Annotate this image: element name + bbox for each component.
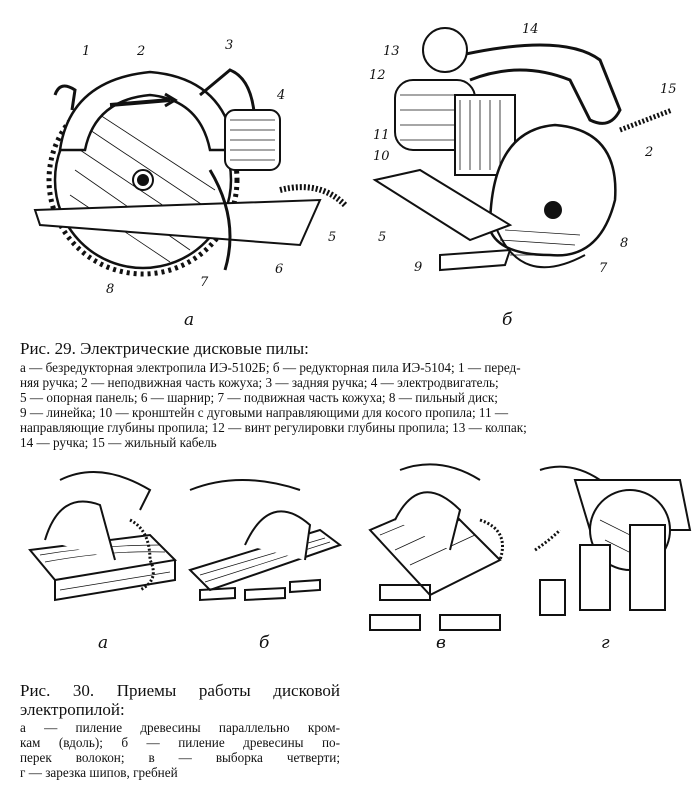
callout-7b: 7 [599, 261, 608, 276]
callout-11: 11 [373, 128, 390, 143]
caption-line: 9 — линейка; 10 — кронштейн с дуговыми н… [20, 405, 509, 420]
figure-30-title: Рис. 30. Приемы работы дисковой электроп… [20, 681, 340, 719]
callout-6: 6 [275, 262, 284, 277]
fig30-label-c: в [436, 633, 446, 653]
callout-2: 2 [137, 44, 146, 59]
figure-29-caption: а — безредукторная электропила ИЭ-5102Б;… [20, 360, 685, 450]
caption-line: направляющие глубины пропила; 12 — винт … [20, 420, 527, 435]
sawing-techniques-illustration [28, 463, 692, 631]
fig30-label-a: а [98, 633, 109, 653]
figure-29-title: Рис. 29. Электрические дисковые пилы: [20, 339, 309, 358]
caption-line: 5 — опорная панель; 6 — шарнир; 7 — подв… [20, 390, 498, 405]
callout-4: 4 [277, 88, 286, 103]
figure-label-b: б [502, 310, 513, 330]
callout-9: 9 [414, 260, 423, 275]
callout-12: 12 [369, 68, 386, 83]
circular-saw-a-illustration [33, 68, 348, 277]
callout-7: 7 [200, 275, 209, 290]
fig30-label-b: б [259, 633, 270, 653]
caption-line: перек волокон; в — выборка четверти; [20, 750, 340, 765]
fig30-label-d: г [601, 633, 610, 653]
callout-13: 13 [383, 44, 400, 59]
callout-10: 10 [373, 149, 390, 164]
callout-1: 1 [82, 44, 91, 59]
callout-3: 3 [225, 38, 234, 53]
caption-line: г — зарезка шипов, гребней [20, 765, 178, 780]
circular-saw-b-illustration [372, 27, 673, 272]
callout-5: 5 [328, 230, 337, 245]
figure-label-a: а [184, 310, 195, 330]
caption-line: а — безредукторная электропила ИЭ-5102Б;… [20, 360, 521, 375]
caption-line: няя ручка; 2 — неподвижная часть кожуха;… [20, 375, 499, 390]
callout-8b: 8 [620, 236, 629, 251]
title-line: Рис. 30. Приемы работы дисковой [20, 681, 340, 700]
title-line: электропилой: [20, 700, 125, 719]
callout-5b: 5 [378, 230, 387, 245]
callout-2b: 2 [645, 145, 654, 160]
caption-line: 14 — ручка; 15 — жильный кабель [20, 435, 217, 450]
figure-30-caption: а — пиление древесины параллельно кром- … [20, 720, 340, 780]
caption-line: а — пиление древесины параллельно кром- [20, 720, 340, 735]
callout-14: 14 [522, 22, 539, 37]
callout-15: 15 [660, 82, 677, 97]
callout-8: 8 [106, 282, 115, 297]
caption-line: кам (вдоль); б — пиление древесины по- [20, 735, 340, 750]
